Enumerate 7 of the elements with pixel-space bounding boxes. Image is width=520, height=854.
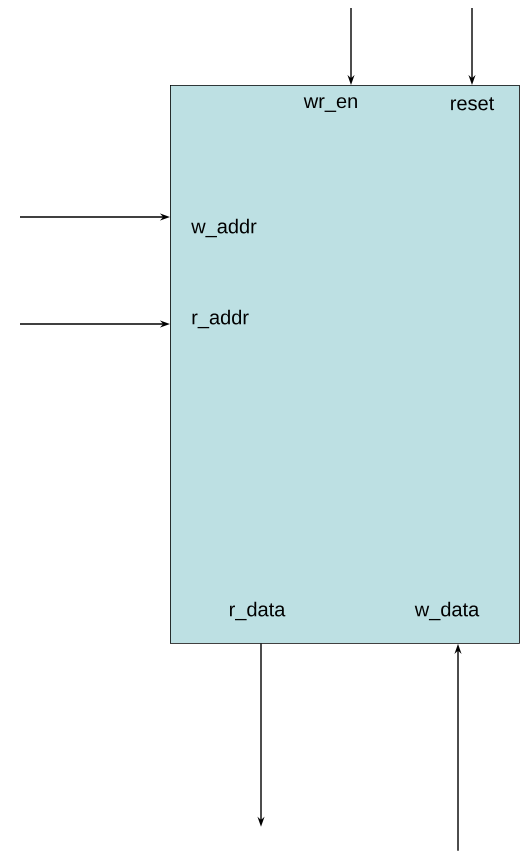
pin-label: w_addr	[191, 218, 256, 238]
pin-label: wr_en	[304, 97, 357, 112]
pin-label: w_data	[414, 602, 480, 620]
pin-label: r_data	[230, 602, 286, 620]
memory-block	[170, 85, 520, 644]
pin-label: r_addr	[192, 310, 249, 328]
pin-label: reset	[451, 97, 494, 110]
